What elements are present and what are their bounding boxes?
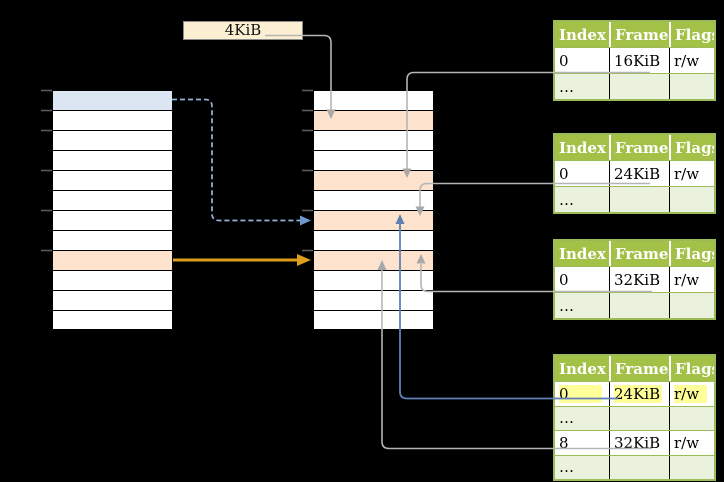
page-table-2: IndexFrameFlags 0 24KiBr/w … bbox=[553, 133, 716, 214]
cell bbox=[609, 187, 669, 212]
table-ellipsis-row: … bbox=[555, 454, 714, 479]
memory-row bbox=[314, 91, 433, 111]
memory-row bbox=[314, 151, 433, 171]
memory-row-highlighted-orange bbox=[53, 251, 172, 271]
column-header-index: Index bbox=[559, 25, 606, 44]
memory-row bbox=[53, 191, 172, 211]
cell bbox=[669, 74, 714, 99]
cell: 24KiB bbox=[609, 161, 669, 186]
memory-row bbox=[314, 271, 433, 291]
cell: … bbox=[559, 190, 574, 209]
column-header-frame: Frame bbox=[609, 22, 669, 47]
arrow-virtual-orange-to-physical-32kib-arrowhead bbox=[297, 254, 311, 266]
memory-row bbox=[53, 151, 172, 171]
column-header-index: Index bbox=[559, 138, 606, 157]
memory-row bbox=[53, 211, 172, 231]
memory-row bbox=[314, 231, 433, 251]
memory-row-highlighted-orange bbox=[314, 111, 433, 131]
column-header-flags: Flags bbox=[669, 241, 714, 266]
column-header-flags: Flags bbox=[669, 135, 714, 160]
cell bbox=[609, 293, 669, 318]
cell: r/w bbox=[669, 267, 714, 292]
page-table-3: IndexFrameFlags 0 32KiBr/w … bbox=[553, 239, 716, 320]
page-table-4: IndexFrameFlags024KiBr/w…832KiBr/w… bbox=[553, 354, 716, 481]
memory-row bbox=[53, 131, 172, 151]
virtual-memory-column bbox=[52, 90, 173, 330]
page-size-label-text: 4KiB bbox=[224, 21, 262, 39]
highlighted-cell-text: 24KiB bbox=[614, 384, 662, 403]
cell bbox=[669, 293, 714, 318]
memory-row-highlighted-orange bbox=[314, 211, 433, 231]
table-ellipsis-row: … bbox=[555, 73, 714, 99]
table-entry-row: 0 24KiB r/w bbox=[555, 381, 714, 406]
memory-row-highlighted-orange bbox=[314, 171, 433, 191]
cell: 16KiB bbox=[609, 48, 669, 73]
cell: … bbox=[559, 77, 574, 96]
cell: 8 bbox=[559, 433, 569, 452]
cell: 0 bbox=[559, 164, 569, 183]
page-table-1: IndexFrameFlags 0 16KiBr/w … bbox=[553, 20, 716, 101]
cell bbox=[609, 455, 669, 479]
arrow-virtual-blue-to-physical-24kib bbox=[172, 98, 300, 222]
cell: 0 bbox=[559, 270, 569, 289]
page-size-label: 4KiB bbox=[183, 21, 303, 40]
cell bbox=[669, 187, 714, 212]
table-ellipsis-row: … bbox=[555, 405, 714, 430]
cell bbox=[609, 74, 669, 99]
memory-row-highlighted-orange bbox=[314, 251, 433, 271]
cell bbox=[669, 406, 714, 430]
cell bbox=[669, 455, 714, 479]
column-header-index: Index bbox=[559, 244, 606, 263]
memory-row bbox=[53, 271, 172, 291]
memory-row bbox=[314, 311, 433, 329]
memory-row bbox=[53, 231, 172, 251]
cell: 32KiB bbox=[609, 267, 669, 292]
memory-row bbox=[314, 291, 433, 311]
table-header-row: IndexFrameFlags bbox=[555, 241, 714, 266]
table-header-row: IndexFrameFlags bbox=[555, 22, 714, 47]
memory-row bbox=[53, 311, 172, 329]
highlighted-cell-text: 0 bbox=[559, 384, 602, 403]
column-header-flags: Flags bbox=[669, 356, 714, 381]
cell bbox=[609, 406, 669, 430]
cell: … bbox=[559, 409, 574, 428]
cell: 24KiB bbox=[609, 382, 669, 406]
table-ellipsis-row: … bbox=[555, 292, 714, 318]
highlighted-cell-text: r/w bbox=[674, 384, 707, 403]
memory-row bbox=[53, 111, 172, 131]
column-header-frame: Frame bbox=[609, 356, 669, 381]
cell: r/w bbox=[669, 48, 714, 73]
arrow-virtual-blue-to-physical-24kib-arrowhead bbox=[300, 215, 311, 226]
column-header-flags: Flags bbox=[669, 22, 714, 47]
cell: r/w bbox=[669, 382, 714, 406]
memory-row bbox=[53, 171, 172, 191]
memory-row-highlighted-blue bbox=[53, 91, 172, 111]
memory-row bbox=[314, 131, 433, 151]
cell: … bbox=[559, 458, 574, 477]
cell: 32KiB bbox=[609, 431, 669, 455]
column-header-frame: Frame bbox=[609, 135, 669, 160]
memory-row bbox=[53, 291, 172, 311]
table-ellipsis-row: … bbox=[555, 186, 714, 212]
cell: r/w bbox=[669, 161, 714, 186]
memory-row bbox=[314, 191, 433, 211]
physical-memory-column bbox=[313, 90, 434, 330]
cell: 0 bbox=[555, 382, 609, 406]
table-header-row: IndexFrameFlags bbox=[555, 135, 714, 160]
cell: r/w bbox=[669, 431, 714, 455]
cell: … bbox=[559, 296, 574, 315]
column-header-frame: Frame bbox=[609, 241, 669, 266]
table-header-row: IndexFrameFlags bbox=[555, 356, 714, 381]
cell: 0 bbox=[559, 51, 569, 70]
column-header-index: Index bbox=[559, 359, 606, 378]
